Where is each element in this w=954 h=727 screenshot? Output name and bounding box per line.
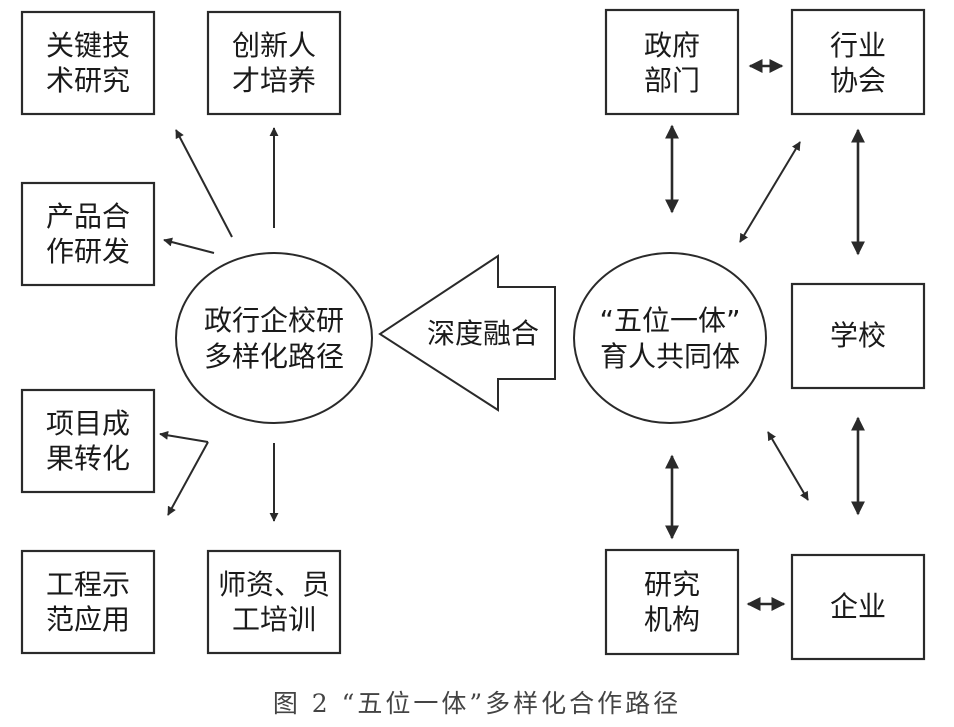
- ellipse-diverse-paths: 政行企校研 多样化路径: [175, 252, 373, 424]
- box-talent-line1: 创新人: [232, 29, 316, 62]
- ellipse-right-line1: “五位一体”: [599, 304, 740, 337]
- box-government: 政府 部门: [604, 8, 740, 116]
- arrow-to-project-upper: [159, 430, 209, 443]
- arrow-to-project: [167, 441, 209, 516]
- big-arrow-label: 深度融合: [427, 317, 539, 350]
- box-product-line2: 作研发: [46, 235, 130, 268]
- box-industry-line1: 行业: [830, 29, 886, 62]
- ellipse-left-line2: 多样化路径: [204, 340, 344, 373]
- box-school-label: 学校: [830, 319, 886, 352]
- box-research-line2: 机构: [644, 603, 700, 636]
- box-engineering-line1: 工程示: [46, 568, 130, 601]
- box-industry-line2: 协会: [830, 64, 886, 97]
- box-project-line2: 果转化: [46, 442, 130, 475]
- box-engineering-line2: 范应用: [46, 603, 130, 636]
- box-government-line2: 部门: [644, 64, 700, 97]
- arrow-center-enterprise: [767, 431, 809, 501]
- box-training-line1: 师资、员: [218, 568, 330, 601]
- box-talent-cultivation: 创新人 才培养: [206, 10, 342, 116]
- box-project-line1: 项目成: [46, 407, 130, 440]
- box-training-line2: 工培训: [232, 603, 316, 636]
- box-industry-association: 行业 协会: [790, 8, 926, 116]
- figure-caption: 图 2 “五位一体”多样化合作路径: [273, 689, 681, 718]
- box-product-rnd: 产品合 作研发: [20, 181, 156, 287]
- ellipse-five-in-one: “五位一体” 育人共同体: [573, 252, 767, 424]
- box-product-line1: 产品合: [46, 200, 130, 233]
- box-research-line1: 研究: [644, 568, 700, 601]
- box-research-institution: 研究 机构: [604, 548, 740, 656]
- arrow-to-product: [163, 237, 215, 254]
- arrow-to-key-tech: [175, 129, 233, 238]
- box-enterprise-label: 企业: [830, 590, 886, 623]
- ellipse-right-line2: 育人共同体: [600, 340, 740, 373]
- box-government-line1: 政府: [644, 29, 700, 62]
- box-key-tech-research: 关键技 术研究: [20, 10, 156, 116]
- box-project-transfer: 项目成 果转化: [20, 388, 156, 494]
- box-engineering-demo: 工程示 范应用: [20, 549, 156, 655]
- ellipse-left-line1: 政行企校研: [204, 304, 344, 337]
- arrow-industry-center: [739, 141, 801, 243]
- box-key-tech-line1: 关键技: [46, 29, 130, 62]
- big-arrow-deep-integration: 深度融合: [378, 254, 556, 412]
- box-staff-training: 师资、员 工培训: [206, 549, 342, 655]
- box-key-tech-line2: 术研究: [46, 64, 130, 97]
- box-talent-line2: 才培养: [232, 64, 316, 97]
- box-school: 学校: [790, 282, 926, 390]
- box-enterprise: 企业: [790, 553, 926, 661]
